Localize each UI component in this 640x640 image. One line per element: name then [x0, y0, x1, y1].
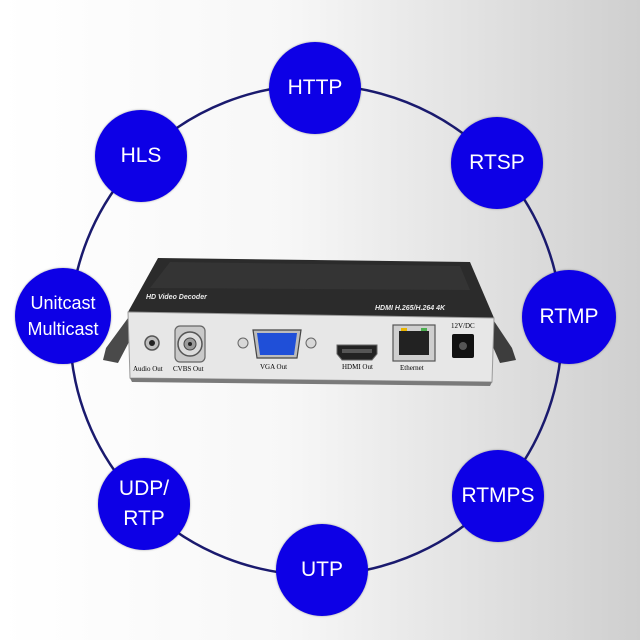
port-label-cvbs: CVBS Out [173, 365, 204, 373]
ethernet-port [392, 324, 436, 362]
node-hls: HLS [95, 110, 187, 202]
device-top-sheen [150, 262, 470, 290]
node-utp: UTP [276, 524, 368, 616]
node-rtmp: RTMP [522, 270, 616, 364]
port-label-vga: VGA Out [260, 363, 287, 371]
node-http: HTTP [269, 42, 361, 134]
device-top-label: HD Video Decoder [146, 294, 208, 301]
power-jack [452, 334, 474, 358]
device-model-label: HDMI H.265/H.264 4K [375, 305, 446, 312]
vga-port [237, 329, 317, 359]
node-rtmps: RTMPS [452, 450, 544, 542]
video-decoder-device: HD Video Decoder HDMI H.265/H.264 4K [103, 258, 516, 386]
hdmi-port [336, 344, 378, 361]
port-label-hdmi: HDMI Out [342, 363, 373, 371]
audio-jack-hole [149, 340, 155, 346]
port-label-ethernet: Ethernet [400, 364, 424, 372]
port-label-power: 12V/DC [451, 322, 475, 330]
port-label-audio: Audio Out [133, 365, 163, 373]
mount-ear-right [490, 318, 516, 363]
node-udp-rtp: UDP/ RTP [98, 458, 190, 550]
device-bottom-edge [130, 378, 492, 386]
mount-ear-left [103, 318, 130, 363]
node-unicast-multicast: Unitcast Multicast [15, 268, 111, 364]
bnc-connector [174, 325, 206, 363]
node-rtsp: RTSP [451, 117, 543, 209]
